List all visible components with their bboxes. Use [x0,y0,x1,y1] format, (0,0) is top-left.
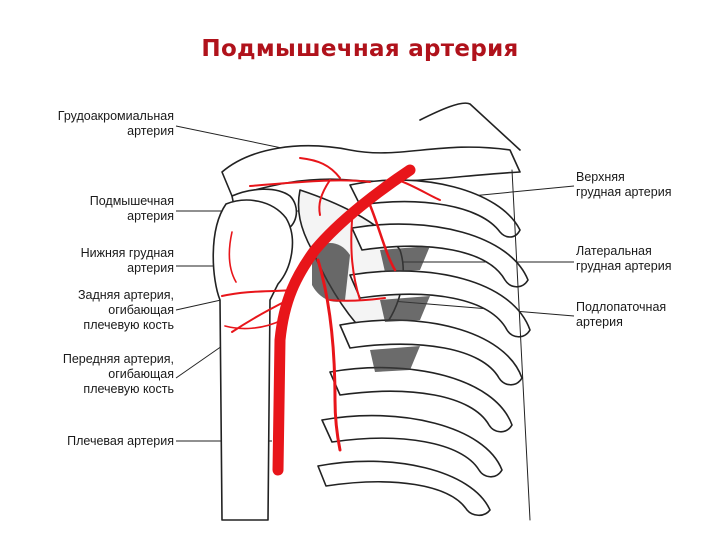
label-subscapular-artery: Подлопаточная артерия [576,300,716,330]
label-thoracoacromial-artery: Грудоакромиальная артерия [4,109,174,139]
spine-line [512,170,530,520]
intercostal-shadow-2 [380,296,430,322]
label-inferior-thoracic-artery: Нижняя грудная артерия [4,246,174,276]
rib-7 [318,461,490,515]
label-posterior-circumflex-humeral-artery: Задняя артерия, огибающая плечевую кость [4,288,174,333]
label-lateral-thoracic-artery: Латеральная грудная артерия [576,244,716,274]
bones [213,103,530,520]
neck-outline [420,103,520,150]
intercostal-shadow-3 [370,346,420,372]
label-anterior-circumflex-humeral-artery: Передняя артерия, огибающая плечевую кос… [4,352,174,397]
label-brachial-artery: Плечевая артерия [4,434,174,449]
label-superior-thoracic-artery: Верхняя грудная артерия [576,170,716,200]
intercostal-shadow-1 [380,246,430,272]
label-axillary-artery: Подмышечная артерия [4,194,174,224]
